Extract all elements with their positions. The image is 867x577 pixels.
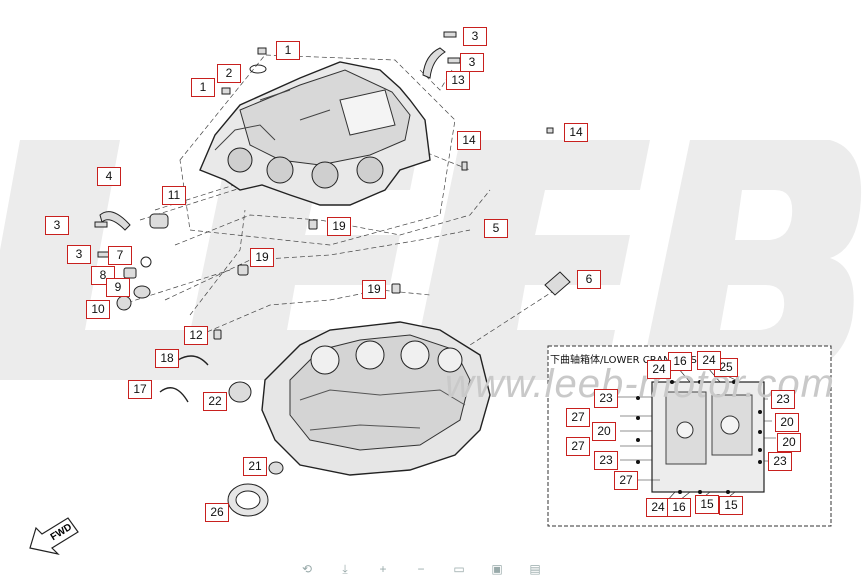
inset-title: 下曲轴箱体/LOWER CRANKCASE [550, 355, 704, 366]
callout-19-center[interactable]: 19 [327, 217, 351, 236]
upper-crankcase [199, 61, 431, 206]
info-icon[interactable]: ▤ [529, 562, 541, 576]
zoom-fit-icon[interactable]: ⟲ [301, 562, 313, 576]
callout-11[interactable]: 11 [162, 186, 186, 205]
inset-callout-27-c[interactable]: 27 [614, 471, 638, 490]
callout-4[interactable]: 4 [97, 167, 121, 186]
clip-13 [422, 47, 446, 79]
fwd-arrow-icon [29, 517, 79, 556]
callout-2[interactable]: 2 [217, 64, 241, 83]
callout-19-right[interactable]: 19 [362, 280, 386, 299]
lower-crankcase [261, 321, 491, 476]
callout-26[interactable]: 26 [205, 503, 229, 522]
inset-callout-16-top[interactable]: 16 [668, 352, 692, 371]
inset-callout-16-bottom[interactable]: 16 [667, 498, 691, 517]
callout-3-top[interactable]: 3 [463, 27, 487, 46]
inset-callout-27-b[interactable]: 27 [566, 437, 590, 456]
print-icon[interactable]: ▭ [453, 562, 465, 576]
inset-callout-23-d[interactable]: 23 [768, 452, 792, 471]
callout-7[interactable]: 7 [108, 246, 132, 265]
callout-21[interactable]: 21 [243, 457, 267, 476]
circlips [159, 355, 209, 403]
callout-12[interactable]: 12 [184, 326, 208, 345]
inset-callout-23-b[interactable]: 23 [594, 451, 618, 470]
bracket-4 [99, 211, 131, 231]
oil-seal-11 [149, 213, 169, 229]
inset-callout-20-c[interactable]: 20 [777, 433, 801, 452]
callout-1-upper[interactable]: 1 [276, 41, 300, 60]
zoom-out-icon[interactable]: − [417, 562, 425, 576]
site-watermark: www.leeb-motor.com [445, 362, 835, 406]
callout-3-left-lower[interactable]: 3 [67, 245, 91, 264]
callout-18[interactable]: 18 [155, 349, 179, 368]
callout-14-center[interactable]: 14 [457, 131, 481, 150]
callout-9[interactable]: 9 [106, 278, 130, 297]
inset-callout-15-b[interactable]: 15 [719, 496, 743, 515]
callout-22[interactable]: 22 [203, 392, 227, 411]
sensor-6 [544, 271, 571, 296]
image-icon[interactable]: ▣ [491, 562, 503, 576]
inset-callout-20-a[interactable]: 20 [592, 422, 616, 441]
callout-19-left[interactable]: 19 [250, 248, 274, 267]
download-icon[interactable]: ⤓ [342, 562, 348, 576]
callout-1-left[interactable]: 1 [191, 78, 215, 97]
callout-10[interactable]: 10 [86, 300, 110, 319]
inset-callout-20-b[interactable]: 20 [775, 413, 799, 432]
callout-3-left-upper[interactable]: 3 [45, 216, 69, 235]
callout-13[interactable]: 13 [446, 71, 470, 90]
callout-5[interactable]: 5 [484, 219, 508, 238]
callout-14-right[interactable]: 14 [564, 123, 588, 142]
small-parts [94, 31, 571, 517]
inset-callout-24-top-right[interactable]: 24 [697, 351, 721, 370]
inset-callout-23-a[interactable]: 23 [594, 389, 618, 408]
inset-callout-15-a[interactable]: 15 [695, 495, 719, 514]
leeb-watermark-letters [0, 140, 862, 380]
inset-callout-24-top-left[interactable]: 24 [647, 360, 671, 379]
inset-callout-23-c[interactable]: 23 [771, 390, 795, 409]
inset-callout-24-bottom[interactable]: 24 [646, 498, 670, 517]
callout-17[interactable]: 17 [128, 380, 152, 399]
zoom-in-icon[interactable]: + [379, 562, 387, 576]
callout-6[interactable]: 6 [577, 270, 601, 289]
callout-3-clip[interactable]: 3 [460, 53, 484, 72]
inset-callout-27-a[interactable]: 27 [566, 408, 590, 427]
viewer-toolbar: ⟲ ⤓ + − ▭ ▣ ▤ [300, 562, 560, 576]
